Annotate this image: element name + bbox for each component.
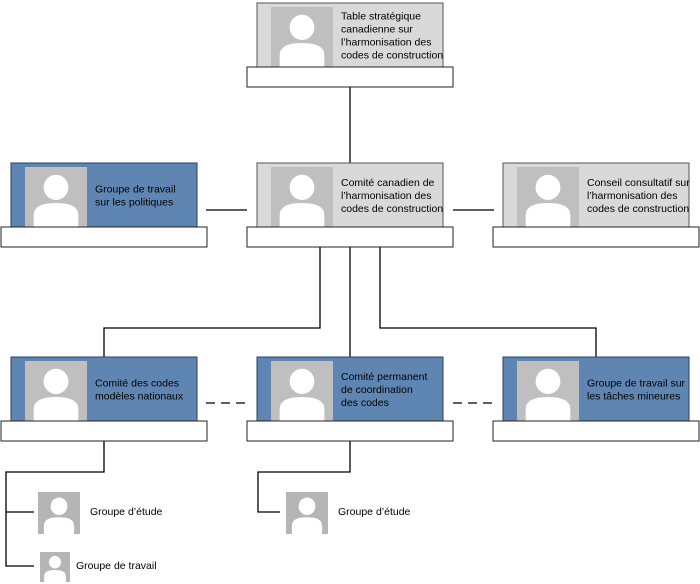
connectors (5, 87, 597, 567)
person-placeholder-icon (25, 167, 87, 227)
node-label-line: les tâches mineures (587, 391, 680, 403)
node-base (246, 420, 454, 442)
node-label-line: Groupe de travail (95, 184, 176, 196)
node-base (246, 226, 454, 248)
models-sub-trunk-connector (5, 441, 105, 567)
standing-to-study-connector (257, 441, 351, 513)
node-label-line: l’harmonisation des (341, 37, 431, 49)
node-base (0, 226, 208, 248)
node-label-line: Groupe de travail sur (587, 378, 686, 390)
node-label-line: Comité des codes (95, 378, 179, 390)
node-label-line: Conseil consultatif sur (587, 177, 690, 189)
node-label-line: Table stratégique (341, 11, 421, 23)
node-base (492, 226, 700, 248)
node-label-line: de coordination (341, 384, 413, 396)
sub-node-label: Groupe d’étude (90, 506, 163, 518)
node-label-line: canadienne sur (341, 24, 413, 36)
person-placeholder-icon (517, 167, 579, 227)
person-placeholder-icon (271, 7, 333, 67)
node-label-line: Comité canadien de (341, 177, 435, 189)
node-label-line: codes de construction (341, 203, 443, 215)
node-label-line: codes de construction (587, 203, 689, 215)
ccchcc-to-minor-connector (379, 247, 597, 357)
person-placeholder-icon (38, 492, 80, 534)
ccchcc-to-models-connector (103, 247, 321, 357)
sub-node-label: Groupe d’étude (338, 506, 411, 518)
node-label-line: l’harmonisation des (587, 190, 677, 202)
sub-node-label: Groupe de travail (76, 560, 157, 572)
sub-node-work1: Groupe de travail (40, 552, 157, 582)
sub-node-study2: Groupe d’étude (286, 492, 411, 534)
org-node-ccchcc: Comité canadien del’harmonisation descod… (246, 162, 454, 248)
person-placeholder-icon (271, 361, 333, 421)
person-placeholder-icon (271, 167, 333, 227)
node-label-line: sur les politiques (95, 197, 173, 209)
person-placeholder-icon (40, 552, 70, 582)
node-label-line: des codes (341, 397, 389, 409)
person-placeholder-icon (286, 492, 328, 534)
node-label-line: modèles nationaux (95, 391, 184, 403)
node-base (492, 420, 700, 442)
node-base (246, 66, 454, 88)
node-label-line: codes de construction (341, 50, 443, 62)
node-label-line: Comité permanent (341, 371, 427, 383)
person-placeholder-icon (517, 361, 579, 421)
person-placeholder-icon (25, 361, 87, 421)
node-label-line: l’harmonisation des (341, 190, 431, 202)
node-base (0, 420, 208, 442)
sub-node-study1: Groupe d’étude (38, 492, 163, 534)
